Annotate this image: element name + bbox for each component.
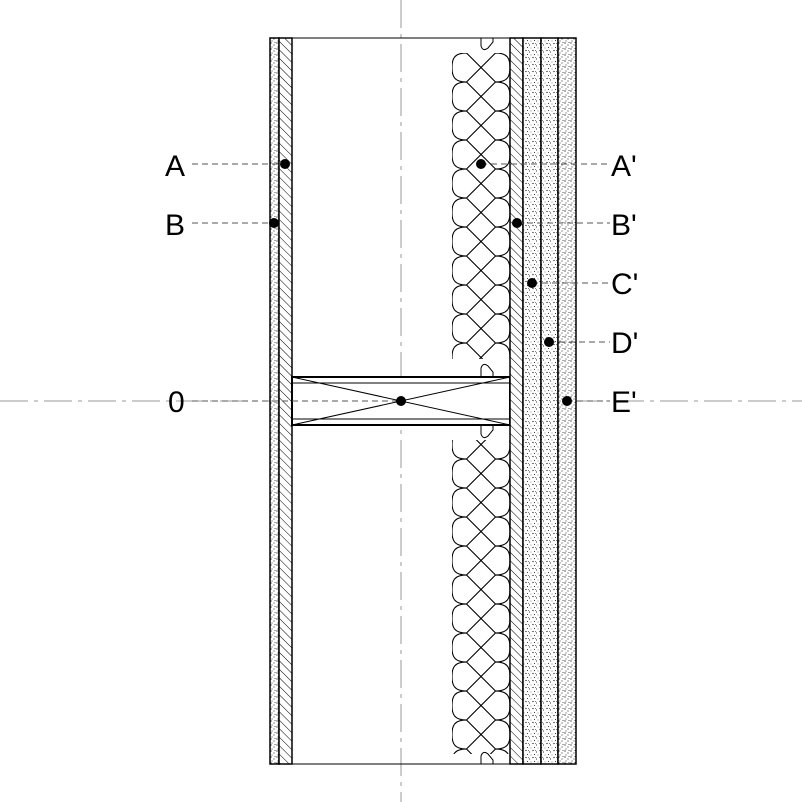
insulation-upper [452, 37, 510, 376]
point-a-prime [476, 159, 486, 169]
point-c-prime [527, 278, 537, 288]
point-zero [396, 396, 406, 406]
label-b: B [165, 209, 185, 242]
label-c-prime: C' [611, 268, 638, 301]
right-hatched-layer [509, 37, 524, 765]
point-e-prime [562, 396, 572, 406]
point-b [269, 218, 279, 228]
right-stipple-layer-2 [540, 37, 559, 765]
insulation-lower [452, 426, 510, 764]
label-zero: 0 [168, 386, 185, 419]
point-d-prime [544, 337, 554, 347]
point-a [280, 159, 290, 169]
label-e-prime: E' [611, 386, 637, 419]
label-d-prime: D' [611, 327, 638, 360]
point-b-prime [512, 218, 522, 228]
right-stipple-layer-1 [522, 37, 542, 765]
label-a-prime: A' [611, 150, 637, 183]
label-b-prime: B' [611, 209, 637, 242]
label-a: A [165, 150, 185, 183]
